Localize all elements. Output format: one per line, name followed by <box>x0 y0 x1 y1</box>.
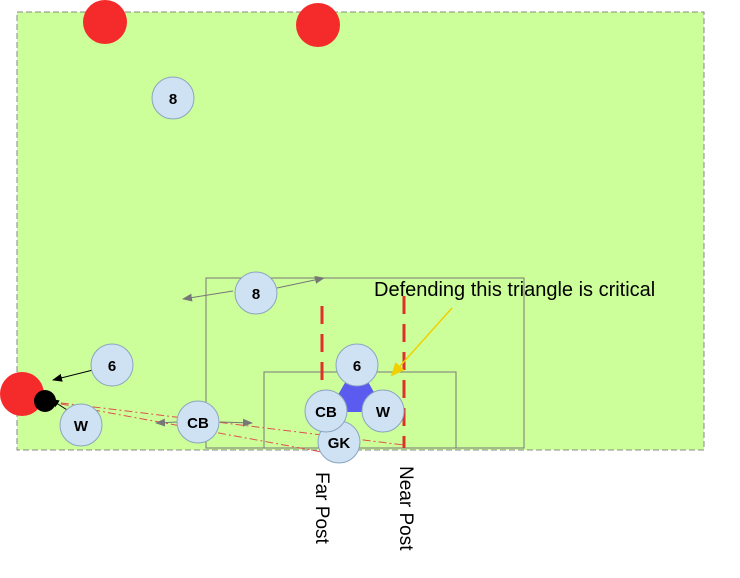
player-6-wide: 6 <box>90 343 134 387</box>
player-label: CB <box>315 404 337 421</box>
player-cb-triangle: CB <box>304 389 348 433</box>
player-label: GK <box>328 435 351 452</box>
player-6-triangle: 6 <box>335 343 379 387</box>
movement-arrow <box>155 418 179 427</box>
player-label: 8 <box>252 286 260 303</box>
movement-arrow <box>276 275 325 289</box>
player-label: W <box>376 404 391 421</box>
player-8-box: 8 <box>234 271 278 315</box>
annotation-text: Defending this triangle is critical <box>374 279 655 301</box>
player-8-top: 8 <box>151 76 195 120</box>
player-label: 8 <box>169 91 177 108</box>
callout-arrow <box>390 307 453 377</box>
player-w-triangle: W <box>361 389 405 433</box>
near-post-label: Near Post <box>395 466 416 551</box>
opponent-marker <box>296 3 340 47</box>
player-cb-wide: CB <box>176 400 220 444</box>
player-label: 6 <box>353 358 361 375</box>
opponent-marker <box>83 0 127 44</box>
player-label: 6 <box>108 358 116 375</box>
player-label: W <box>74 418 89 435</box>
movement-arrow <box>219 418 253 427</box>
movement-arrow <box>182 290 234 302</box>
player-label: CB <box>187 415 209 432</box>
cross-line-near <box>44 400 405 446</box>
opponent-marker <box>0 372 44 416</box>
player-w-wide: W <box>59 403 103 447</box>
far-post-label: Far Post <box>311 472 332 545</box>
pressure-arrow <box>52 368 98 382</box>
